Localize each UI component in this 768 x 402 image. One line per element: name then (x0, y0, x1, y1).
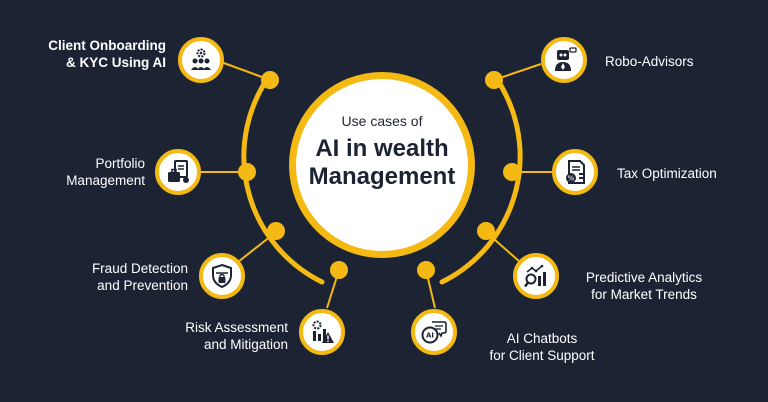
ai-chat-icon: AI (421, 321, 447, 344)
label-line: Risk Assessment (185, 320, 288, 335)
label-line: for Market Trends (591, 287, 697, 302)
connector-dot (330, 261, 348, 279)
center-title-line1: AI in wealth (315, 135, 449, 162)
connector-dot (267, 222, 285, 240)
risk-chart-warning-icon (312, 320, 334, 343)
label-line: Predictive Analytics (585, 270, 703, 285)
node-ai-chatbots: AI (411, 309, 457, 355)
svg-text:AI: AI (426, 332, 434, 340)
label-line: Client Onboarding (48, 38, 166, 53)
node-tax-optimization: % (552, 149, 598, 195)
node-portfolio-management (155, 149, 201, 195)
label-risk-assessment: Risk Assessment and Mitigation (140, 319, 288, 353)
center-circle: Use cases of AI in wealth Management (289, 72, 475, 258)
node-fraud-detection (199, 253, 245, 299)
connector-dot (485, 71, 503, 89)
node-client-onboarding (178, 37, 224, 83)
label-line: and Mitigation (203, 337, 288, 352)
label-line: Portfolio (95, 156, 145, 171)
label-line: Robo-Advisors (605, 54, 694, 69)
label-robo-advisors: Robo-Advisors (605, 53, 745, 70)
label-portfolio-management: Portfolio Management (20, 155, 145, 189)
connector-dot (477, 222, 495, 240)
connector-dot (503, 163, 521, 181)
connector-dot (261, 71, 279, 89)
node-robo-advisors (541, 37, 587, 83)
briefcase-document-icon (168, 160, 189, 183)
label-predictive-analytics: Predictive Analytics for Market Trends (570, 269, 718, 303)
label-tax-optimization: Tax Optimization (617, 165, 757, 182)
team-gear-icon (191, 48, 211, 70)
label-line: & KYC Using AI (65, 55, 166, 70)
label-fraud-detection: Fraud Detection and Prevention (20, 260, 188, 294)
center-title: AI in wealth Management (296, 135, 468, 191)
tax-document-icon: % (566, 160, 585, 184)
label-line: AI Chatbots (506, 331, 578, 346)
label-line: for Client Support (489, 348, 595, 363)
connector-dot (238, 163, 256, 181)
center-subtitle: Use cases of (341, 113, 423, 129)
connector-dot (417, 261, 435, 279)
label-client-onboarding: Client Onboarding & KYC Using AI (20, 37, 166, 71)
shield-lock-icon (212, 263, 232, 289)
label-line: Tax Optimization (617, 166, 717, 181)
node-predictive-analytics (513, 253, 559, 299)
robot-advisor-icon (555, 47, 577, 71)
label-line: and Prevention (97, 278, 188, 293)
label-ai-chatbots: AI Chatbots for Client Support (468, 330, 616, 364)
node-risk-assessment (299, 309, 345, 355)
label-line: Fraud Detection (91, 261, 188, 276)
label-line: Management (66, 173, 145, 188)
center-title-line2: Management (308, 163, 456, 190)
svg-text:%: % (568, 175, 575, 183)
analytics-magnifier-icon (524, 264, 546, 288)
